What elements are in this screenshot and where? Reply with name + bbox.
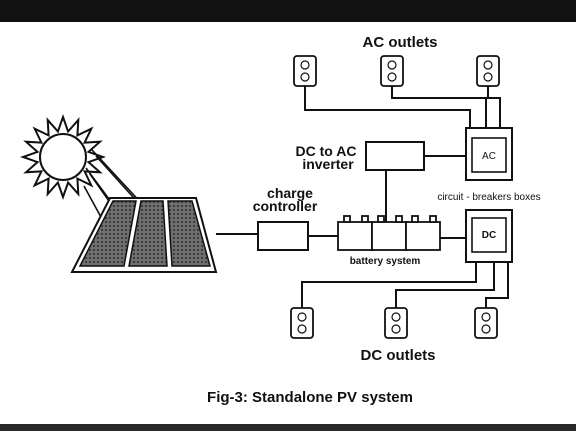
battery-cell-3 bbox=[405, 221, 441, 251]
inverter-label-2: inverter bbox=[302, 156, 354, 172]
ac-box-label: AC bbox=[482, 151, 496, 162]
dc-outlets-label: DC outlets bbox=[361, 347, 436, 364]
wire-ac-outlet-left bbox=[304, 84, 471, 130]
battery-terminal bbox=[343, 215, 351, 223]
panel-cell-2 bbox=[128, 200, 168, 267]
charge-controller-label-1: charge bbox=[267, 185, 313, 201]
outlet-icon bbox=[290, 307, 314, 339]
outlet-icon bbox=[476, 55, 500, 87]
battery-terminal bbox=[361, 215, 369, 223]
ac-breaker-box: AC bbox=[465, 127, 513, 181]
dc-box-label: DC bbox=[482, 230, 496, 241]
battery-terminal bbox=[377, 215, 385, 223]
battery-cell-1 bbox=[337, 221, 373, 251]
scan-border-top bbox=[0, 0, 576, 22]
dc-outlet-middle bbox=[384, 307, 408, 339]
sun-icon bbox=[19, 113, 107, 201]
panel-cell-1 bbox=[78, 200, 137, 267]
ac-outlet-middle bbox=[380, 55, 404, 87]
battery-system bbox=[337, 215, 441, 251]
breakers-label: circuit - breakers boxes bbox=[437, 192, 540, 203]
ac-outlet-left bbox=[293, 55, 317, 87]
wire-dc-outlet-mid bbox=[395, 262, 495, 310]
panel-cell-3 bbox=[167, 200, 211, 267]
battery-terminal bbox=[411, 215, 419, 223]
outlet-icon bbox=[474, 307, 498, 339]
inverter-label-1: DC to AC bbox=[296, 143, 357, 159]
wire-dc-outlet-right bbox=[485, 262, 509, 310]
ac-outlets-label: AC outlets bbox=[363, 34, 438, 51]
battery-cell-2 bbox=[371, 221, 407, 251]
scan-border-bottom bbox=[0, 424, 576, 431]
outlet-icon bbox=[380, 55, 404, 87]
outlet-icon bbox=[384, 307, 408, 339]
battery-label: battery system bbox=[350, 256, 421, 267]
outlet-icon bbox=[293, 55, 317, 87]
inverter-box bbox=[365, 141, 425, 171]
solar-panel bbox=[70, 197, 218, 273]
ac-outlet-right bbox=[476, 55, 500, 87]
charge-controller-box bbox=[257, 221, 309, 251]
wire-dc-outlet-left bbox=[301, 262, 477, 310]
dc-outlet-right bbox=[474, 307, 498, 339]
dc-breaker-box: DC bbox=[465, 209, 513, 263]
dc-outlet-left bbox=[290, 307, 314, 339]
wire-ac-outlet-right bbox=[487, 84, 501, 130]
figure-caption: Fig-3: Standalone PV system bbox=[207, 389, 413, 406]
battery-terminal bbox=[429, 215, 437, 223]
battery-terminal bbox=[395, 215, 403, 223]
wire-ac-outlet-mid bbox=[391, 84, 487, 130]
charge-controller-label-2: controller bbox=[253, 198, 318, 214]
